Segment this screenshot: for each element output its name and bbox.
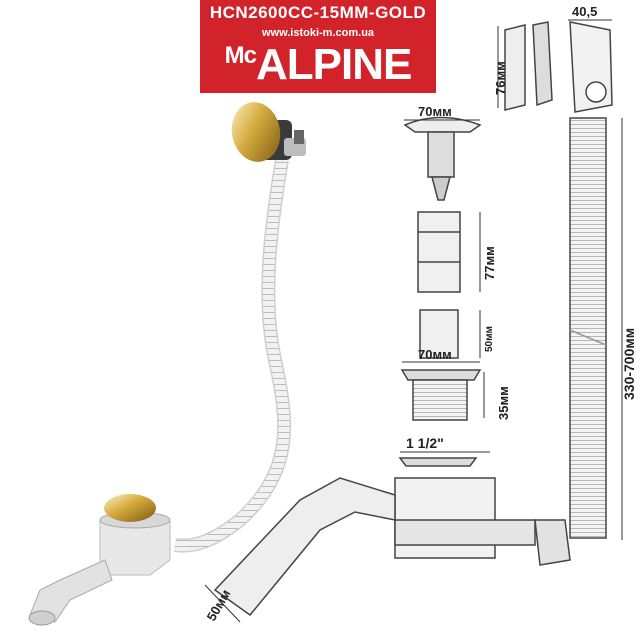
- drain-cap-gold: [104, 494, 156, 522]
- technical-drawing: [213, 21, 613, 617]
- dim-flange-height: 35мм: [496, 386, 511, 420]
- dim-hose-length: 330-700мм: [621, 328, 637, 400]
- website-url: www.istoki-m.com.ua: [261, 27, 375, 39]
- brand-banner: HCN2600CC-15MM-GOLD www.istoki-m.com.ua …: [200, 0, 436, 93]
- hose-drawing: [569, 117, 607, 539]
- dim-outlet-diameter: 50мм: [204, 587, 234, 624]
- brand-logo: McALPINE: [224, 40, 413, 89]
- dimension-lines: [204, 19, 623, 623]
- dim-cap-width: 70мм: [418, 104, 452, 119]
- overflow-cap-gold: [231, 102, 281, 162]
- dim-flange-width: 70мм: [418, 347, 452, 362]
- model-code: HCN2600CC-15MM-GOLD: [209, 3, 427, 22]
- dim-overflow-height: 76мм: [493, 61, 508, 95]
- product-photo: [28, 102, 306, 626]
- dim-overflow-width: 40,5: [572, 4, 597, 19]
- dim-thread: 1 1/2": [406, 435, 444, 451]
- dim-drain-height: 77мм: [482, 246, 497, 280]
- dim-spacer-height: 50мм: [484, 326, 495, 352]
